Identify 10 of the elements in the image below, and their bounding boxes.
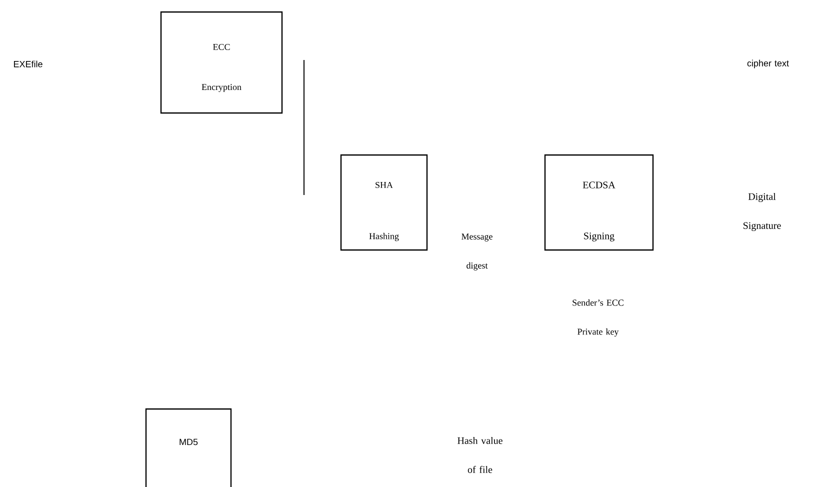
text-label: cipher text (747, 60, 789, 68)
text-label: Digital Signature (744, 192, 781, 232)
text-label: Sender’s ECC Private key (572, 299, 624, 337)
text-label: EXEfile (14, 60, 42, 68)
process-box: ECDSA Signing (544, 154, 654, 251)
text-label: Message digest (462, 234, 492, 270)
process-box: MD5 (145, 408, 232, 487)
text-label: Hash value of file (458, 436, 502, 473)
process-box: ECC Encryption (160, 11, 283, 114)
process-box: SHA Hashing (340, 154, 428, 251)
